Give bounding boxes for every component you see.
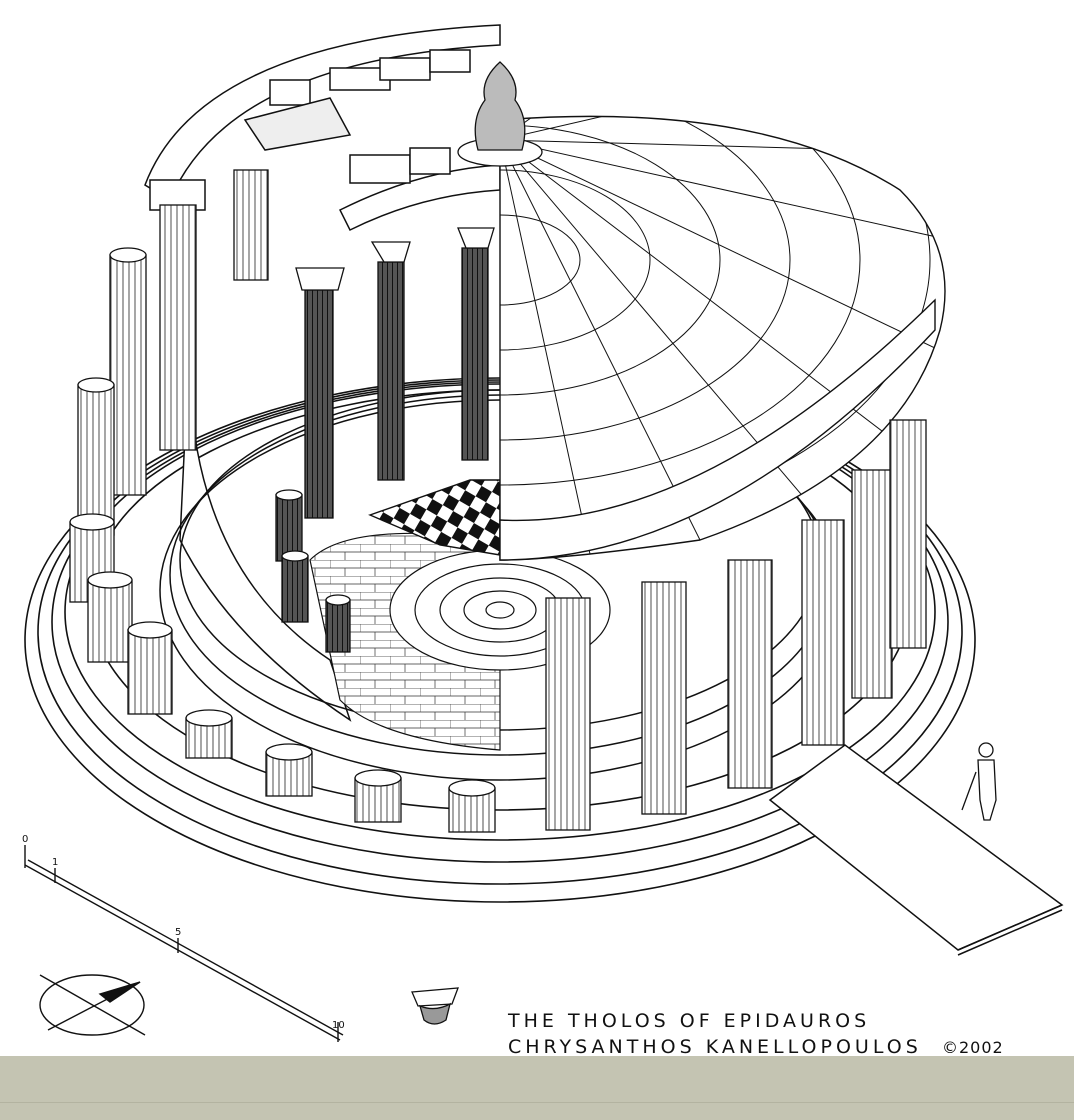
human-figure xyxy=(961,742,997,821)
tholos-isometric-drawing: 0 1 5 10 xyxy=(22,24,1064,1042)
capital-icon xyxy=(411,987,459,1025)
band-divider xyxy=(0,1102,1074,1103)
acroterion xyxy=(457,61,543,167)
drawing-title: THE THOLOS OF EPIDAUROS xyxy=(508,1010,871,1032)
conical-roof xyxy=(499,115,946,561)
entrance-ramp xyxy=(768,744,1064,956)
bottom-band xyxy=(0,1056,1074,1120)
entablature xyxy=(144,24,501,232)
scale-label-5: 5 xyxy=(175,927,181,938)
north-arrow-icon xyxy=(39,974,146,1036)
drawing-copyright: ©2002 xyxy=(942,1038,1004,1057)
scale-label-1: 1 xyxy=(52,857,58,868)
drawing-author: CHRYSANTHOS KANELLOPOULOS xyxy=(508,1036,922,1058)
scale-label-0: 0 xyxy=(22,834,28,845)
scale-bar: 0 1 5 10 xyxy=(22,834,345,1042)
scale-label-10: 10 xyxy=(332,1020,345,1031)
outer-columns xyxy=(69,169,927,833)
